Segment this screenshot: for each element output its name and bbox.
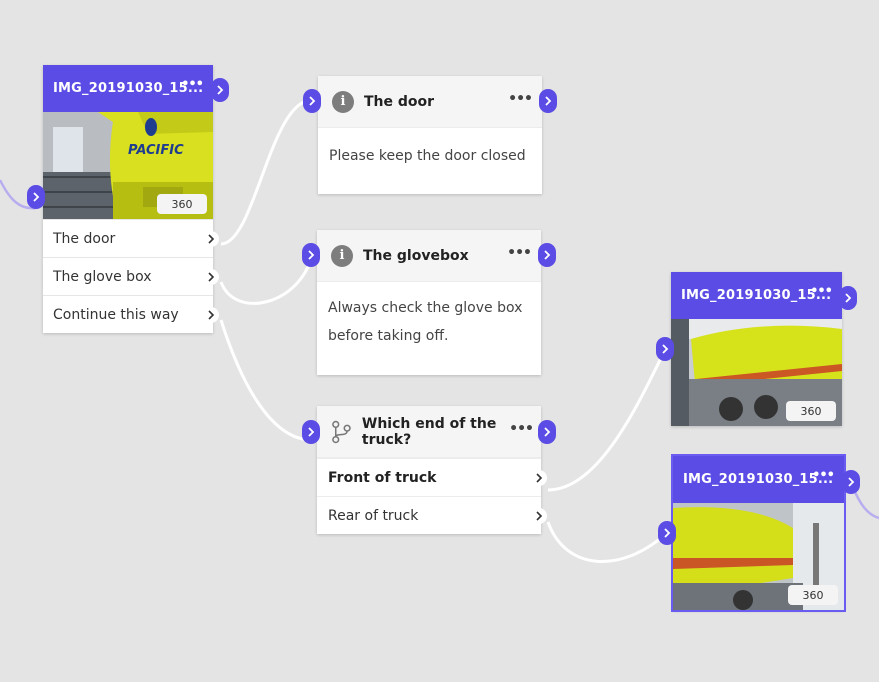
glovebox-output-port[interactable]	[538, 243, 556, 267]
scene-card-1[interactable]: IMG_20191030_15... ••• PACIFIC 360 The d…	[43, 65, 219, 333]
scene-card-2[interactable]: IMG_20191030_15... ••• 360	[671, 272, 842, 426]
wire-rear	[546, 521, 668, 563]
chevron-right-icon	[664, 528, 671, 538]
truck-cab-image: PACIFIC	[43, 112, 213, 219]
wire-continue	[219, 319, 313, 442]
more-menu-icon[interactable]: •••	[508, 91, 533, 107]
chevron-right-icon	[845, 293, 852, 303]
chevron-right-icon	[33, 192, 40, 202]
chevron-right-icon	[545, 96, 552, 106]
card-title: Which end of the truck?	[361, 415, 497, 448]
scene-title: IMG_20191030_15...	[53, 81, 204, 96]
option-rear-of-truck[interactable]: Rear of truck	[317, 496, 547, 534]
info-icon: i	[332, 90, 354, 113]
more-menu-icon[interactable]: •••	[509, 421, 534, 437]
choice-label: The door	[53, 230, 116, 247]
scene-header[interactable]: IMG_20191030_15... •••	[673, 456, 844, 503]
chevron-right-icon[interactable]	[203, 307, 219, 323]
choice-continue-this-way[interactable]: Continue this way	[43, 295, 219, 333]
scene-title: IMG_20191030_15...	[681, 288, 832, 303]
door-input-port[interactable]	[303, 89, 321, 113]
more-menu-icon[interactable]: •••	[507, 245, 532, 261]
info-card-the-glovebox[interactable]: i The glovebox ••• Always check the glov…	[317, 230, 541, 375]
scene-card-3[interactable]: IMG_20191030_15... ••• 360	[671, 454, 846, 612]
choice-label: Continue this way	[53, 306, 179, 323]
chevron-right-icon	[309, 96, 316, 106]
scene1-output-port[interactable]	[211, 78, 229, 102]
scene3-input-port[interactable]	[658, 521, 676, 545]
choice-the-door[interactable]: The door	[43, 219, 219, 257]
chevron-right-icon[interactable]	[531, 508, 547, 524]
scene-thumbnail[interactable]: 360	[671, 319, 842, 426]
chevron-right-icon[interactable]	[203, 231, 219, 247]
option-front-of-truck[interactable]: Front of truck	[317, 458, 547, 496]
wire-glovebox	[219, 254, 314, 305]
chevron-right-icon[interactable]	[203, 269, 219, 285]
card-body: Always check the glove box before taking…	[328, 300, 523, 344]
info-card-the-door[interactable]: i The door ••• Please keep the door clos…	[318, 76, 542, 194]
question-input-port[interactable]	[302, 420, 320, 444]
scene-title: IMG_20191030_15...	[683, 472, 834, 487]
info-icon: i	[331, 244, 353, 267]
scene2-output-port[interactable]	[839, 286, 857, 310]
wire-front	[547, 349, 667, 492]
chevron-right-icon	[662, 344, 669, 354]
chevron-right-icon	[544, 250, 551, 260]
more-menu-icon[interactable]: •••	[812, 468, 835, 483]
chevron-right-icon	[217, 85, 224, 95]
360-badge: 360	[786, 401, 836, 421]
branch-icon	[332, 420, 351, 443]
scene-header[interactable]: IMG_20191030_15... •••	[671, 272, 842, 319]
scene-thumbnail[interactable]: 360	[673, 503, 844, 610]
360-badge: 360	[157, 194, 207, 214]
question-output-port[interactable]	[538, 420, 556, 444]
scene-header[interactable]: IMG_20191030_15... •••	[43, 65, 213, 112]
scene1-input-port[interactable]	[27, 185, 45, 209]
scene3-output-port[interactable]	[842, 470, 860, 494]
choice-label: The glove box	[53, 268, 152, 285]
card-body: Please keep the door closed	[329, 148, 526, 164]
option-label: Front of truck	[328, 469, 437, 486]
card-title: The glovebox	[363, 247, 469, 264]
question-card-which-end[interactable]: Which end of the truck? ••• Front of tru…	[317, 406, 547, 534]
more-menu-icon[interactable]: •••	[181, 77, 204, 92]
glovebox-input-port[interactable]	[302, 243, 320, 267]
scene-thumbnail[interactable]: PACIFIC 360	[43, 112, 213, 219]
svg-text:PACIFIC: PACIFIC	[128, 143, 184, 158]
option-label: Rear of truck	[328, 507, 419, 524]
chevron-right-icon	[308, 250, 315, 260]
choice-the-glove-box[interactable]: The glove box	[43, 257, 219, 295]
360-badge: 360	[788, 585, 838, 605]
chevron-right-icon	[544, 427, 551, 437]
more-menu-icon[interactable]: •••	[810, 284, 833, 299]
scene2-input-port[interactable]	[656, 337, 674, 361]
chevron-right-icon[interactable]	[531, 470, 547, 486]
chevron-right-icon	[308, 427, 315, 437]
door-output-port[interactable]	[539, 89, 557, 113]
chevron-right-icon	[848, 477, 855, 487]
wire-door	[220, 98, 313, 246]
card-title: The door	[364, 93, 435, 110]
